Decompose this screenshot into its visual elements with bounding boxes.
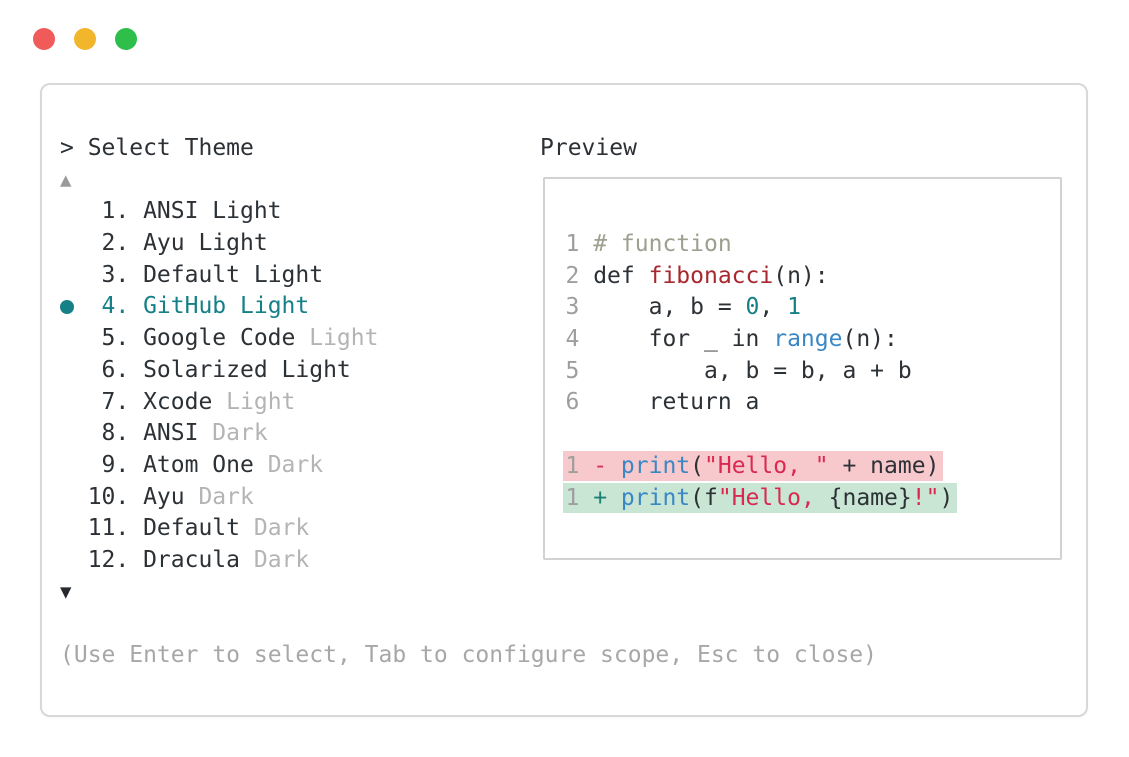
- selection-bullet-icon: [60, 300, 88, 315]
- selection-bullet: [60, 554, 88, 568]
- scroll-down-icon[interactable]: ▼: [60, 580, 72, 603]
- selection-bullet: [60, 490, 88, 504]
- selection-bullet: [60, 237, 88, 251]
- blank-code-line: [566, 419, 1061, 451]
- code-line: 6 return a: [565, 389, 760, 416]
- close-button[interactable]: [33, 28, 55, 50]
- theme-picker-prompt: > Select Theme: [60, 135, 254, 161]
- window-controls: [33, 28, 137, 50]
- diff-removed-line: 1- print("Hello, " + name): [562, 450, 1061, 483]
- help-text: (Use Enter to select, Tab to configure s…: [60, 642, 877, 668]
- code-line: 5 a, b = b, a + b: [565, 357, 912, 384]
- selection-bullet: [60, 427, 88, 441]
- selection-bullet: [60, 522, 88, 536]
- selection-bullet: [60, 332, 88, 346]
- minimize-button[interactable]: [74, 28, 96, 50]
- code-line: 1# function: [565, 231, 732, 257]
- code-line: 4 for _ in range(n):: [565, 326, 898, 353]
- selection-bullet: [60, 459, 88, 473]
- spacer: [60, 608, 877, 640]
- maximize-button[interactable]: [115, 28, 137, 50]
- diff-added-line: 1+ print(f"Hello, {name}!"): [562, 482, 1061, 515]
- preview-title: Preview: [540, 135, 637, 161]
- scroll-up-icon[interactable]: ▲: [60, 168, 72, 191]
- selection-bullet: [60, 205, 88, 219]
- code-line: 3 a, b = 0, 1: [565, 294, 801, 321]
- selection-bullet: [60, 269, 88, 283]
- selection-bullet: [60, 364, 88, 378]
- selection-bullet: [60, 395, 88, 409]
